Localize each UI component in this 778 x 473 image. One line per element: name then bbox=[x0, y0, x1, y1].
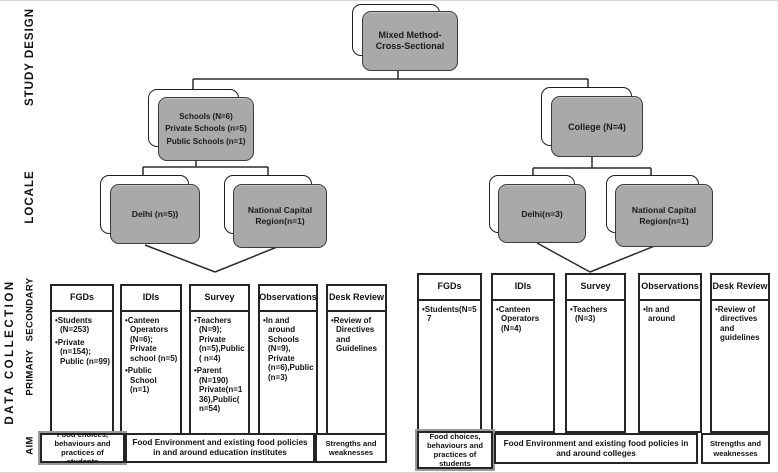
column-item: •Canteen Operators (N=6); Private school… bbox=[125, 316, 178, 363]
column-item: •Students (N=253) bbox=[55, 316, 110, 335]
delhi-college-node: Delhi(n=3) bbox=[498, 184, 586, 243]
label-data-collection: DATA COLLECTION bbox=[4, 252, 16, 452]
aim-food-choices-right: Food choices, behaviours and practices o… bbox=[417, 431, 493, 469]
column-desk-review-right: Desk Review •Review of directives and gu… bbox=[710, 273, 770, 433]
column-header: IDIs bbox=[120, 284, 182, 312]
column-observations-left: Observations •In and around Schools (N=9… bbox=[258, 284, 318, 436]
label-locale: LOCALE bbox=[24, 142, 36, 252]
column-item: •Review of directives and guidelines bbox=[715, 305, 766, 343]
column-item: •Teachers (N=3) bbox=[570, 305, 622, 324]
column-item: •Private (n=154); Public (n=99) bbox=[55, 338, 110, 366]
column-item: •In and around bbox=[643, 305, 698, 324]
column-header: Desk Review bbox=[710, 273, 770, 301]
column-body: •Canteen Operators (N=4) bbox=[491, 301, 555, 433]
column-item: •Students(N=57 bbox=[422, 305, 478, 324]
column-item: •Teachers (N=9); Private (n=5),Public ( … bbox=[194, 316, 246, 363]
column-idis-left: IDIs •Canteen Operators (N=6); Private s… bbox=[120, 284, 182, 436]
column-body: •Students(N=57 bbox=[417, 301, 482, 433]
column-body: •Students (N=253) •Private (n=154); Publ… bbox=[50, 312, 114, 436]
column-body: •Teachers (N=9); Private (n=5),Public ( … bbox=[189, 312, 250, 436]
column-header: Survey bbox=[189, 284, 250, 312]
college-node: College (N=4) bbox=[551, 96, 643, 157]
left-v-line-b bbox=[215, 245, 282, 272]
ncr-college-node: National Capital Region(n=1) bbox=[615, 184, 713, 247]
column-survey-left: Survey •Teachers (N=9); Private (n=5),Pu… bbox=[189, 284, 250, 436]
right-v-line-b bbox=[590, 243, 662, 272]
column-header: Observations bbox=[258, 284, 318, 312]
column-idis-right: IDIs •Canteen Operators (N=4) bbox=[491, 273, 555, 433]
right-v-line-a bbox=[537, 243, 590, 272]
column-header: Desk Review bbox=[326, 284, 387, 312]
left-v-line-a bbox=[145, 245, 215, 272]
column-item: •Canteen Operators (N=4) bbox=[496, 305, 551, 333]
schools-line-3: Public Schools (n=1) bbox=[167, 137, 246, 146]
column-header: Survey bbox=[565, 273, 626, 301]
aim-strengths-left: Strengths and weaknesses bbox=[315, 433, 387, 463]
ncr-schools-node: National Capital Region(n=1) bbox=[233, 184, 327, 248]
aim-food-environment-left: Food Environment and existing food polic… bbox=[125, 433, 315, 463]
column-body: •Canteen Operators (N=6); Private school… bbox=[120, 312, 182, 436]
root-node: Mixed Method-Cross-Sectional bbox=[362, 11, 458, 71]
column-fgds-left: FGDs •Students (N=253) •Private (n=154);… bbox=[50, 284, 114, 436]
column-body: •Review of Directives and Guidelines bbox=[326, 312, 387, 436]
schools-line-1: Schools (N=6) bbox=[179, 112, 233, 121]
column-observations-right: Observations •In and around bbox=[638, 273, 702, 433]
schools-node: Schools (N=6) Private Schools (n=5) Publ… bbox=[158, 97, 254, 161]
column-body: •Review of directives and guidelines bbox=[710, 301, 770, 433]
column-item: •In and around Schools (N=9), Private (n… bbox=[263, 316, 314, 382]
aim-strengths-right: Strengths and weaknesses bbox=[701, 433, 770, 464]
column-header: FGDs bbox=[50, 284, 114, 312]
label-aim: AIM bbox=[25, 391, 36, 473]
column-item: •Review of Directives and Guidelines bbox=[331, 316, 383, 354]
column-item: •Parent (N=190) Private(n=136),Public( n… bbox=[194, 366, 246, 413]
column-body: •In and around Schools (N=9), Private (n… bbox=[258, 312, 318, 436]
aim-food-choices-left: Food choices, behaviours and practices o… bbox=[40, 433, 125, 463]
column-body: •In and around bbox=[638, 301, 702, 433]
column-body: •Teachers (N=3) bbox=[565, 301, 626, 433]
column-fgds-right: FGDs •Students(N=57 bbox=[417, 273, 482, 433]
column-header: FGDs bbox=[417, 273, 482, 301]
column-header: IDIs bbox=[491, 273, 555, 301]
column-survey-right: Survey •Teachers (N=3) bbox=[565, 273, 626, 433]
column-desk-review-left: Desk Review •Review of Directives and Gu… bbox=[326, 284, 387, 436]
aim-food-environment-right: Food Environment and existing food polic… bbox=[494, 433, 698, 464]
column-header: Observations bbox=[638, 273, 702, 301]
schools-line-2: Private Schools (n=5) bbox=[165, 124, 247, 133]
delhi-schools-node: Delhi (n=5)) bbox=[110, 184, 200, 244]
column-item: •Public School (n=1) bbox=[125, 366, 178, 394]
label-study-design: STUDY DESIGN bbox=[24, 2, 36, 112]
